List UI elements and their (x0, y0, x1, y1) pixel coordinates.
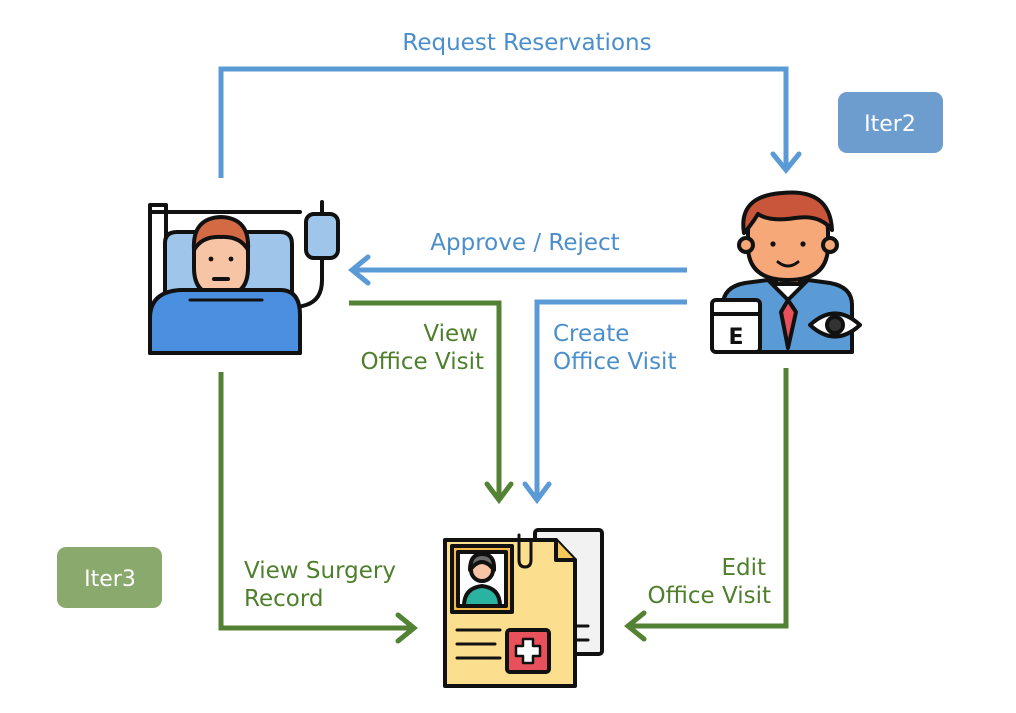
patient-in-bed-icon (148, 200, 340, 355)
label-view-office-visit-line1: View (423, 321, 478, 347)
iter2-badge: Iter2 (838, 92, 943, 153)
arrow-approve-reject (348, 254, 687, 286)
label-edit-office-visit-line2: Office Visit (648, 583, 771, 609)
doctor-icon: E (710, 190, 862, 354)
arrow-edit-office-visit (624, 368, 789, 642)
svg-text:E: E (728, 325, 743, 350)
label-request-reservations: Request Reservations (402, 30, 651, 56)
label-create-office-visit-line2: Office Visit (553, 349, 676, 375)
iter2-badge-label: Iter2 (864, 112, 916, 137)
label-view-surgery-record-line1: View Surgery (244, 558, 396, 584)
label-edit-office-visit-line1: Edit (721, 555, 766, 581)
medical-record-icon (443, 528, 604, 688)
iter3-badge-label: Iter3 (84, 567, 136, 592)
arrow-request-reservations (218, 66, 802, 178)
label-view-surgery-record-line2: Record (244, 586, 323, 612)
label-view-office-visit-line2: Office Visit (361, 349, 484, 375)
arrow-view-surgery-record (218, 372, 418, 644)
label-create-office-visit-line1: Create (553, 321, 629, 347)
arrow-create-office-visit (522, 299, 687, 505)
label-approve-reject: Approve / Reject (430, 230, 619, 256)
arrow-view-office-visit (349, 300, 514, 505)
iter3-badge: Iter3 (57, 547, 162, 608)
